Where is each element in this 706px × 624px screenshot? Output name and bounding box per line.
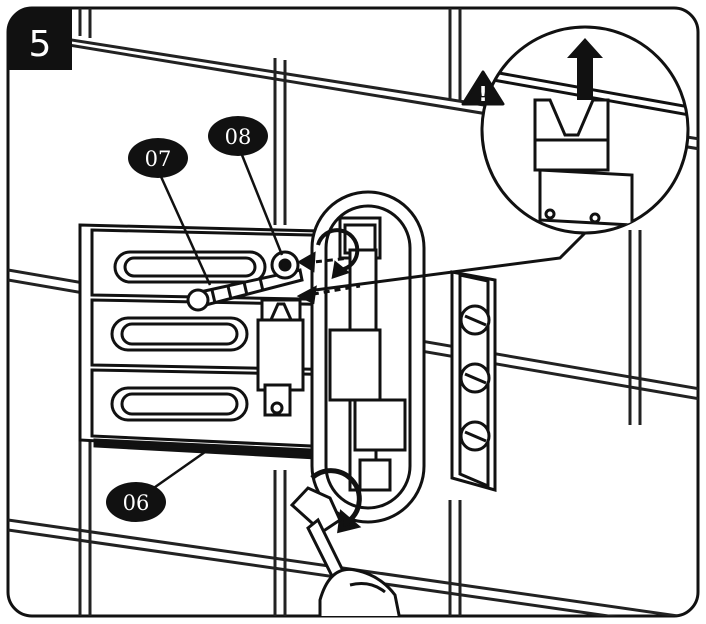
warning-glyph: ! — [478, 82, 487, 106]
warning-triangle-icon: ! — [461, 70, 505, 106]
sliding-clip — [256, 298, 305, 417]
rotate-arrow-top — [316, 228, 360, 279]
rotate-arrow-bottom — [310, 468, 362, 534]
lift-up-arrow — [567, 38, 603, 100]
insert-arrows — [296, 251, 361, 305]
washer-08 — [270, 250, 300, 280]
label-06: 06 — [106, 450, 206, 522]
label-07-text: 07 — [145, 147, 172, 171]
callout-leader — [314, 231, 587, 292]
screw-07 — [186, 268, 304, 312]
label-07: 07 — [128, 138, 212, 286]
label-08: 08 — [208, 116, 284, 256]
cover-strip — [450, 270, 497, 492]
step-number: 5 — [29, 24, 52, 65]
label-08-text: 08 — [225, 125, 252, 149]
label-06-text: 06 — [123, 491, 150, 515]
hand — [318, 567, 402, 616]
callout-magnifier — [480, 25, 690, 235]
step-badge: 5 — [8, 8, 72, 70]
